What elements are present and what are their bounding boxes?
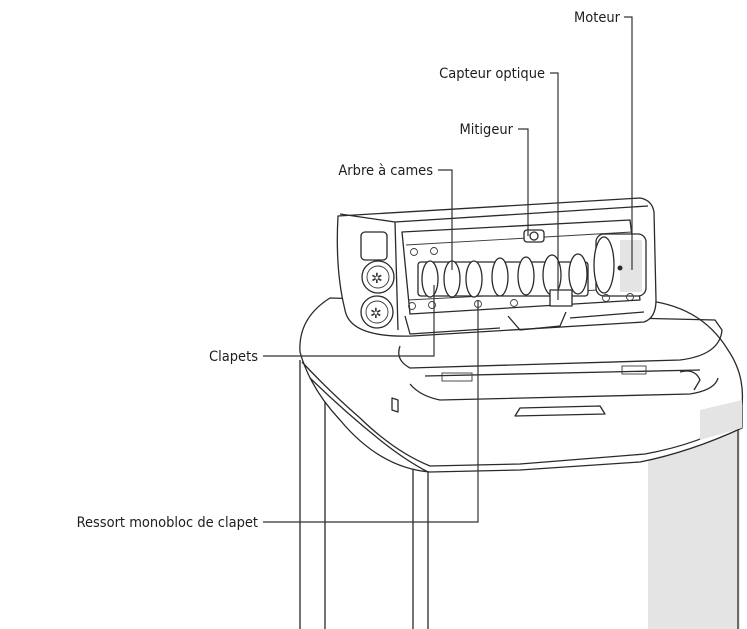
knob-lower-icon: ✲ — [370, 306, 382, 322]
head-base-right — [569, 311, 645, 319]
label-moteur: Moteur — [574, 10, 621, 26]
lid-rim-curve — [309, 377, 429, 473]
head-base-center — [507, 311, 567, 331]
leader-lines — [263, 16, 633, 523]
display-window — [360, 231, 388, 261]
leader-mitigeur — [518, 128, 529, 236]
label-clapets: Clapets — [209, 349, 258, 365]
label-mitigeur: Mitigeur — [459, 122, 513, 138]
screw — [430, 247, 438, 255]
optical-sensor-block — [549, 289, 573, 307]
cam-1 — [421, 260, 439, 298]
head-base-left — [404, 315, 501, 335]
knob-upper-inner — [366, 265, 390, 289]
motor-dot — [617, 265, 623, 271]
lid-recess — [398, 317, 723, 369]
leader-ressort — [263, 300, 479, 523]
control-head-front-edge — [394, 221, 399, 331]
lid-handle-grip — [514, 405, 606, 417]
knob-upper-icon: ✲ — [371, 271, 383, 287]
leader-capteur-optique — [550, 72, 559, 300]
lid-shade — [700, 400, 742, 440]
leader-moteur — [624, 16, 633, 270]
leader-arbre-a-cames — [438, 169, 453, 270]
motor-end — [593, 236, 615, 294]
screw — [410, 248, 418, 256]
motor-shade — [620, 240, 642, 292]
lid-latch — [391, 397, 399, 413]
lid-corner — [679, 370, 701, 391]
leader-clapets — [263, 285, 435, 357]
lid-handle-outer — [409, 377, 719, 401]
screw — [408, 302, 416, 310]
lid-clip-right — [621, 365, 647, 375]
screw — [602, 294, 610, 302]
valve-cavity — [401, 219, 641, 315]
screws — [408, 247, 634, 310]
motor — [593, 233, 647, 297]
mixer-knob — [529, 231, 539, 241]
cam-3 — [465, 260, 483, 298]
knob-lower-inner — [365, 300, 389, 324]
lid-handle-inner — [424, 369, 701, 377]
screw — [626, 293, 634, 301]
labels: Moteur Capteur optique Mitigeur Arbre à … — [77, 10, 621, 531]
cam-4 — [491, 257, 509, 297]
lid-lower-rim — [301, 361, 741, 467]
label-arbre-a-cames: Arbre à cames — [338, 163, 433, 179]
cam-5 — [517, 256, 535, 296]
control-head: ✲ ✲ — [336, 197, 657, 337]
lid-clip-left — [441, 372, 473, 382]
screw — [510, 299, 518, 307]
lid — [299, 297, 744, 473]
valve-rail-top — [405, 231, 633, 246]
cam-7 — [568, 253, 588, 295]
label-ressort: Ressort monobloc de clapet — [77, 515, 258, 531]
screw — [428, 301, 436, 309]
label-capteur-optique: Capteur optique — [439, 66, 545, 82]
